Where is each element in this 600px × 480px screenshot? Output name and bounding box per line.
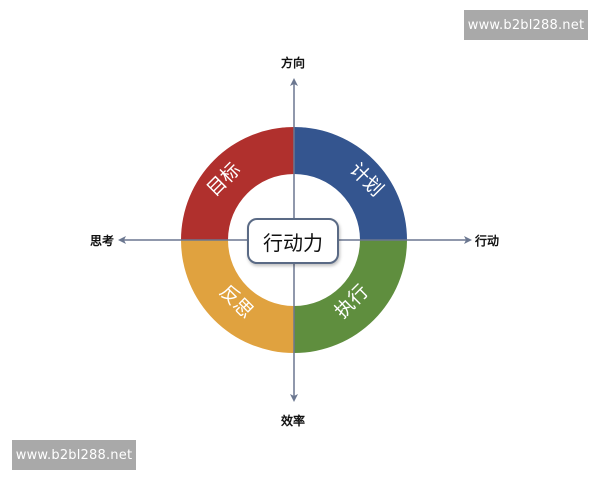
center-label: 行动力 bbox=[263, 230, 323, 255]
ring bbox=[181, 127, 407, 353]
center-label-box: 行动力 bbox=[247, 218, 339, 264]
watermark-bottom: www.b2bl288.net bbox=[12, 440, 136, 470]
segment-reflect bbox=[181, 240, 294, 353]
segment-plan bbox=[294, 127, 407, 240]
axis-label-direction: 方向 bbox=[281, 56, 306, 70]
watermark-top: www.b2bl288.net bbox=[464, 10, 588, 40]
segment-goal bbox=[181, 127, 294, 240]
axis-label-efficiency: 效率 bbox=[281, 414, 306, 428]
axis-label-action: 行动 bbox=[475, 234, 500, 248]
axis-label-thinking: 思考 bbox=[90, 234, 115, 248]
segment-execute bbox=[294, 240, 407, 353]
